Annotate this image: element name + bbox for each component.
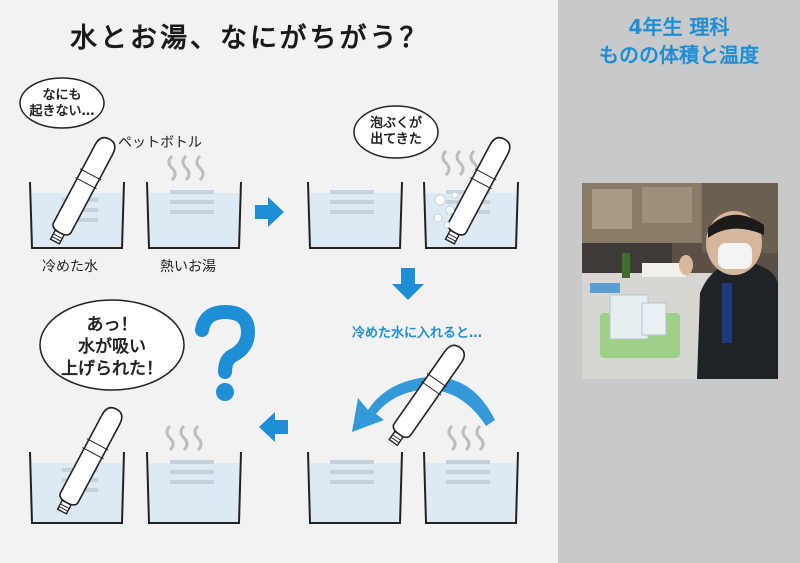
bubble-text-nothing: なにも 起きない… (29, 88, 95, 119)
page-title: 水とお湯、なにがちがう？ (70, 23, 430, 54)
arrow-down-icon (392, 268, 424, 300)
arrow-right-icon (255, 197, 284, 227)
experiment-diagram (19, 77, 519, 524)
speech-bubble-sucked (39, 299, 185, 391)
pet-bottle-label: ペットボトル (118, 135, 202, 151)
unit-title: ものの体積と温度 (599, 43, 759, 67)
put-in-cold-label: 冷めた水に入れると… (352, 326, 483, 341)
cold-water-label: 冷めた水 (42, 259, 98, 275)
speech-bubble-bubbles (353, 105, 439, 159)
arrow-left-icon (259, 412, 288, 442)
grade-subject-label: 4年生 理科 (628, 15, 730, 39)
container-hot-water-3 (423, 424, 519, 524)
bubbles-icon (433, 191, 459, 229)
container-cold-water-2 (307, 181, 403, 249)
bubble-text-sucked: あっ！ 水が吸い 上げられた！ (61, 315, 163, 379)
container-hot-water-4 (146, 424, 242, 524)
container-cold-water-3 (307, 451, 403, 524)
classroom-photo (582, 183, 778, 379)
container-hot-water-1 (146, 154, 242, 249)
bubble-text-bubbles: 泡ぶくが 出てきた (369, 116, 422, 147)
question-mark-icon (195, 304, 256, 401)
curved-arrow-icon (352, 376, 495, 432)
speech-bubble-nothing (19, 77, 105, 129)
hot-water-label: 熱いお湯 (160, 259, 216, 275)
